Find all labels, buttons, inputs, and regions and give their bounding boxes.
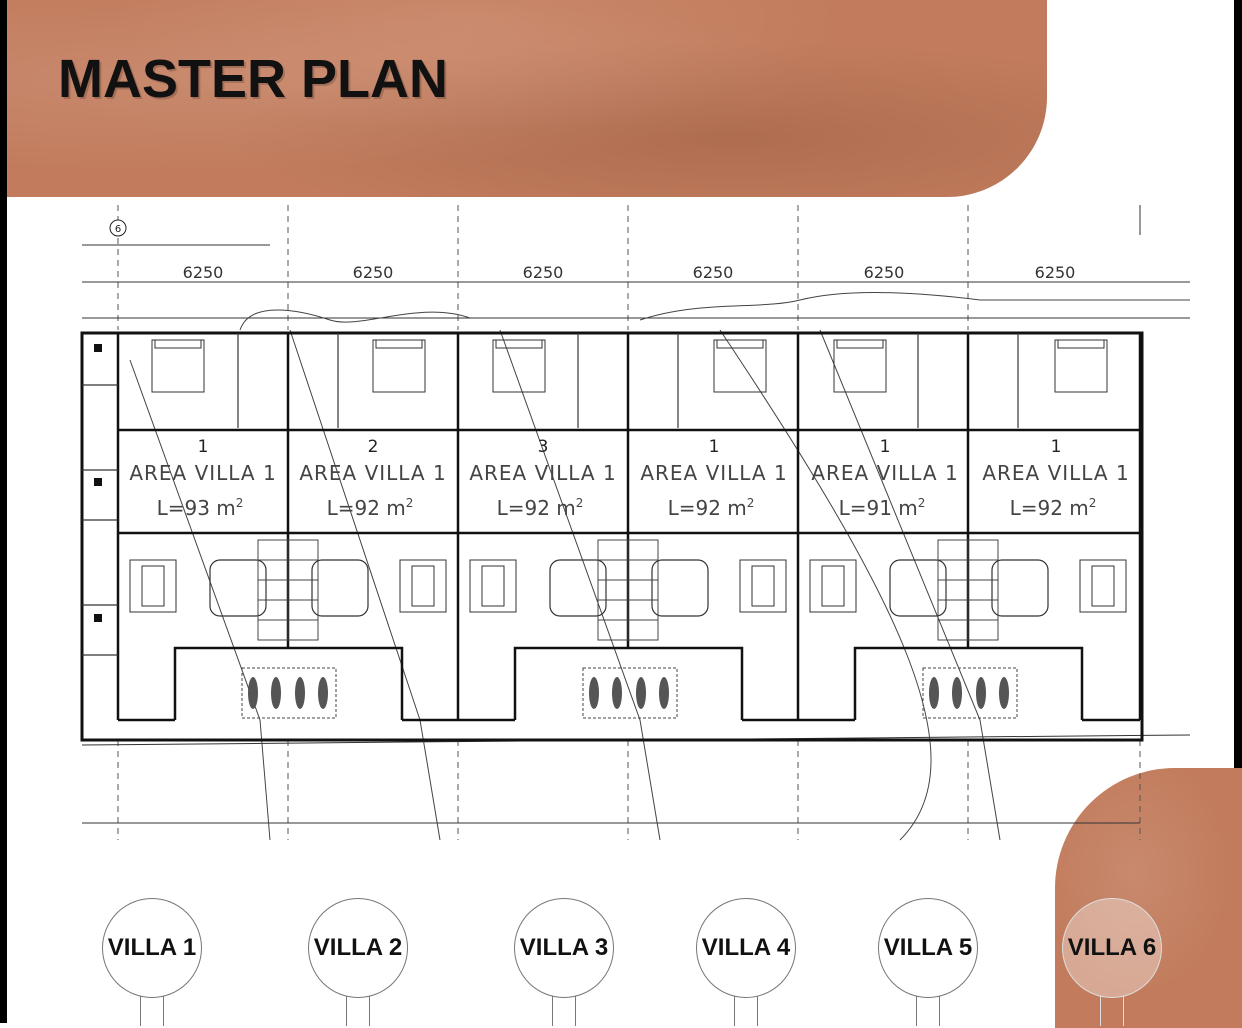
dining-table-icons	[129, 559, 1127, 613]
unit-area-label: AREA VILLA 1	[982, 461, 1129, 485]
villa-pin-stem	[916, 996, 940, 1026]
right-frame-bar	[1234, 0, 1242, 1023]
villa-pin-circle: VILLA 5	[878, 898, 978, 998]
villa-pin-circle: VILLA 4	[696, 898, 796, 998]
unit-size-label: L=92 m2	[668, 496, 755, 520]
side-fixtures	[94, 344, 102, 622]
dimension-label: 6250	[864, 263, 905, 282]
stair-icons	[257, 539, 999, 641]
villa-pin-stem	[346, 996, 370, 1026]
unit-5-labels: 1 AREA VILLA 1 L=91 m2	[811, 437, 958, 520]
page-title: MASTER PLAN	[58, 49, 448, 109]
unit-number: 1	[709, 437, 720, 457]
villa-pin-stem	[552, 996, 576, 1026]
unit-number: 1	[880, 437, 891, 457]
unit-number: 1	[1051, 437, 1062, 457]
villa-pin-1: VILLA 1	[102, 898, 206, 1026]
villa-pin-stem	[140, 996, 164, 1026]
survey-curves	[129, 292, 1190, 841]
unit-3-labels: 3 AREA VILLA 1 L=92 m2	[469, 437, 616, 520]
villa-label: VILLA 6	[1067, 934, 1157, 961]
dimension-label: 6250	[693, 263, 734, 282]
unit-size-sup: 2	[236, 496, 244, 510]
unit-size-sup: 2	[918, 496, 926, 510]
unit-size-value: L=91 m	[839, 496, 918, 520]
villa-pin-circle: VILLA 1	[102, 898, 202, 998]
dimension-lines	[81, 205, 1191, 824]
villa-pin-circle: VILLA 6	[1062, 898, 1162, 998]
dimension-label: 6250	[183, 263, 224, 282]
villa-pin-circle: VILLA 3	[514, 898, 614, 998]
unit-size-value: L=92 m	[1010, 496, 1089, 520]
unit-area-label: AREA VILLA 1	[811, 461, 958, 485]
parking-icons	[241, 667, 1018, 719]
grid-lines	[117, 205, 1141, 840]
villa-pin-2: VILLA 2	[308, 898, 412, 1026]
axis-marker-label: 6	[115, 224, 121, 235]
left-frame-bar	[0, 0, 7, 1023]
unit-1-labels: 1 AREA VILLA 1 L=93 m2	[129, 437, 276, 520]
villa-pin-circle: VILLA 2	[308, 898, 408, 998]
unit-size-sup: 2	[1089, 496, 1097, 510]
villa-pin-3: VILLA 3	[514, 898, 618, 1026]
villa-pin-4: VILLA 4	[696, 898, 800, 1026]
unit-2-labels: 2 AREA VILLA 1 L=92 m2	[299, 437, 446, 520]
villa-pin-6: VILLA 6	[1062, 898, 1166, 1026]
villa-label: VILLA 4	[701, 934, 791, 961]
sofa-icons	[209, 559, 1049, 617]
villa-pin-5: VILLA 5	[878, 898, 982, 1026]
unit-area-label: AREA VILLA 1	[299, 461, 446, 485]
bed-icons	[151, 339, 1108, 393]
interior-partitions	[82, 333, 1019, 656]
unit-number: 2	[368, 437, 379, 457]
unit-size-label: L=92 m2	[497, 496, 584, 520]
unit-area-label: AREA VILLA 1	[129, 461, 276, 485]
header-band	[7, 0, 1047, 197]
unit-size-label: L=92 m2	[1010, 496, 1097, 520]
unit-size-value: L=92 m	[668, 496, 747, 520]
villa-label: VILLA 2	[313, 934, 403, 961]
unit-4-labels: 1 AREA VILLA 1 L=92 m2	[640, 437, 787, 520]
villa-label: VILLA 1	[107, 934, 197, 961]
unit-size-label: L=91 m2	[839, 496, 926, 520]
villa-label: VILLA 5	[883, 934, 973, 961]
unit-size-label: L=92 m2	[327, 496, 414, 520]
dimension-label: 6250	[523, 263, 564, 282]
unit-size-label: L=93 m2	[157, 496, 244, 520]
unit-size-sup: 2	[576, 496, 584, 510]
unit-size-value: L=92 m	[327, 496, 406, 520]
building-outline	[80, 331, 1144, 742]
unit-area-label: AREA VILLA 1	[469, 461, 616, 485]
axis-marker-circle	[109, 219, 127, 237]
villa-pin-stem	[734, 996, 758, 1026]
unit-walls	[116, 333, 1142, 722]
dimension-label: 6250	[353, 263, 394, 282]
unit-size-sup: 2	[406, 496, 414, 510]
unit-area-label: AREA VILLA 1	[640, 461, 787, 485]
unit-size-value: L=92 m	[497, 496, 576, 520]
unit-number: 3	[538, 437, 549, 457]
unit-6-labels: 1 AREA VILLA 1 L=92 m2	[982, 437, 1129, 520]
unit-size-sup: 2	[747, 496, 755, 510]
villa-label: VILLA 3	[519, 934, 609, 961]
dimension-label: 6250	[1035, 263, 1076, 282]
motorbike-icons	[248, 677, 1009, 709]
villa-pin-stem	[1100, 996, 1124, 1026]
unit-size-value: L=93 m	[157, 496, 236, 520]
unit-number: 1	[198, 437, 209, 457]
